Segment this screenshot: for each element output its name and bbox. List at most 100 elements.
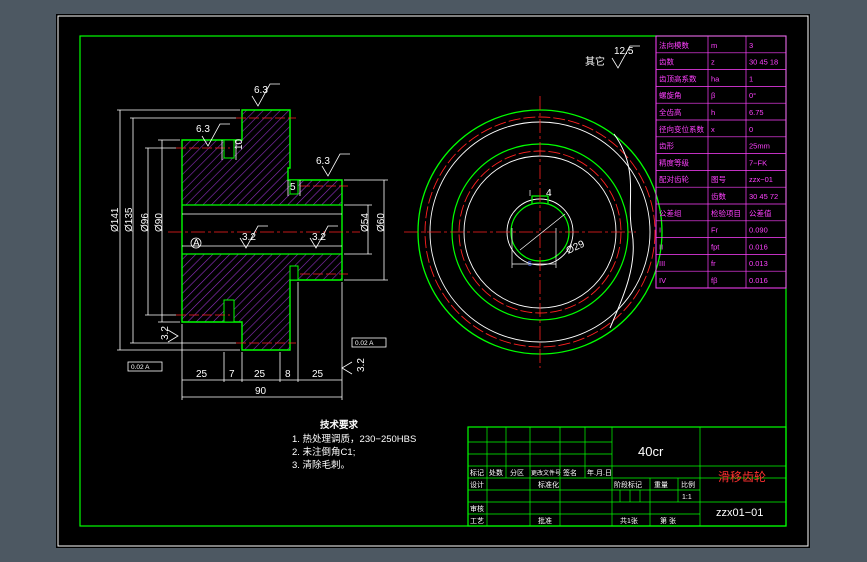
param-cell-5-1: x bbox=[711, 125, 715, 134]
gtol-left: 0.02 A bbox=[131, 364, 150, 371]
tb-sheets: 共1张 bbox=[620, 516, 638, 525]
dim-7: 7 bbox=[229, 369, 235, 380]
param-cell-10-2: 公差值 bbox=[749, 208, 772, 218]
param-cell-2-2: 1 bbox=[749, 74, 753, 83]
param-cell-11-0: I bbox=[659, 226, 661, 235]
param-cell-9-1: 齿数 bbox=[711, 191, 726, 201]
param-cell-0-2: 3 bbox=[749, 41, 753, 50]
dia-141: Ø141 bbox=[110, 207, 121, 232]
param-cell-7-0: 精度等级 bbox=[659, 157, 689, 167]
param-cell-0-1: m bbox=[711, 41, 717, 50]
param-cell-4-2: 6.75 bbox=[749, 108, 764, 117]
param-cell-2-1: ha bbox=[711, 74, 720, 83]
ra-bottom-left: 3.2 bbox=[160, 326, 171, 340]
param-cell-5-0: 径向变位系数 bbox=[659, 124, 704, 134]
part-name: 滑移齿轮 bbox=[718, 470, 766, 484]
drawing-number: zzx01−01 bbox=[716, 507, 763, 519]
param-cell-8-1: 图号 bbox=[711, 175, 726, 184]
dia-60: Ø60 bbox=[376, 213, 387, 232]
tb-weight: 重量 bbox=[654, 481, 668, 489]
parameter-table: 法向模数 m 3 齿数 z 30 45 18 齿顶高系数 ha 1 螺旋角 β 0° 全齿高 h 6.75 径… bbox=[655, 35, 787, 289]
section-labels: 6.3 6.3 6.3 3.2 3.2 3.2 3.2 Ø141 Ø135 Ø9… bbox=[110, 85, 387, 397]
bore-depth: 5 bbox=[528, 261, 532, 268]
tb-sheet: 第 张 bbox=[660, 516, 676, 525]
tech-title: 技术要求 bbox=[320, 419, 359, 431]
param-cell-7-2: 7−FK bbox=[749, 158, 767, 167]
tech-item-1: 1. 热处理调质，230−250HBS bbox=[292, 433, 416, 445]
tb-scale: 1:1 bbox=[682, 494, 692, 501]
param-cell-1-1: z bbox=[711, 58, 715, 67]
param-cell-13-1: fr bbox=[711, 259, 716, 268]
dim-5: 5 bbox=[290, 182, 296, 193]
keyway-width: 4 bbox=[546, 188, 552, 199]
dim-90: 90 bbox=[255, 386, 267, 397]
param-cell-4-1: h bbox=[711, 108, 715, 117]
param-cell-2-0: 齿顶高系数 bbox=[659, 73, 697, 83]
note-value: 12.5 bbox=[614, 46, 634, 57]
param-cell-0-0: 法向模数 bbox=[659, 40, 689, 50]
tech-item-2: 2. 未注倒角C1; bbox=[292, 446, 355, 458]
param-cell-6-2: 25mm bbox=[749, 142, 770, 151]
param-cell-12-2: 0.016 bbox=[749, 242, 768, 251]
param-cell-1-0: 齿数 bbox=[659, 57, 674, 67]
param-cell-8-0: 配对齿轮 bbox=[659, 174, 689, 184]
param-cell-3-2: 0° bbox=[749, 91, 756, 100]
dim-25b: 25 bbox=[254, 369, 266, 380]
param-cell-1-2: 30 45 18 bbox=[749, 58, 778, 67]
front-view bbox=[404, 96, 663, 368]
tb-ratio: 比例 bbox=[681, 480, 695, 489]
outer-pitch bbox=[424, 116, 656, 348]
ra-top: 6.3 bbox=[254, 85, 268, 96]
tb-change: 更改文件号 bbox=[531, 469, 561, 477]
ra-right: 6.3 bbox=[316, 156, 330, 167]
dia-90: Ø90 bbox=[154, 213, 165, 232]
note-prefix: 其它 bbox=[585, 55, 605, 68]
ra-bore-left: 3.2 bbox=[242, 232, 256, 243]
param-cell-10-1: 检验项目 bbox=[711, 208, 741, 218]
tb-zone: 分区 bbox=[510, 468, 524, 477]
param-cell-11-2: 0.090 bbox=[749, 226, 768, 235]
material: 40cr bbox=[638, 444, 664, 459]
tb-stage: 阶段标记 bbox=[614, 480, 642, 489]
param-cell-14-1: fβ bbox=[711, 276, 718, 285]
tb-sign: 签名 bbox=[563, 468, 577, 477]
param-cell-11-1: Fr bbox=[711, 226, 719, 235]
outer-border bbox=[57, 15, 809, 547]
param-cell-6-0: 齿形 bbox=[659, 142, 674, 151]
datum-a: A bbox=[193, 238, 200, 249]
param-cell-14-0: IV bbox=[659, 276, 666, 285]
tb-review: 审核 bbox=[470, 504, 484, 513]
dia-96: Ø96 bbox=[140, 213, 151, 232]
param-cell-4-0: 全齿高 bbox=[659, 107, 682, 117]
tb-mark: 标记 bbox=[470, 468, 484, 477]
dia-54: Ø54 bbox=[360, 213, 371, 232]
param-cell-13-0: III bbox=[659, 259, 665, 268]
break-line bbox=[609, 133, 634, 329]
gtol-right: 0.02 A bbox=[355, 340, 374, 347]
param-cell-3-1: β bbox=[711, 91, 716, 100]
dim-25a: 25 bbox=[196, 369, 208, 380]
tb-count: 处数 bbox=[489, 468, 503, 477]
dim-25c: 25 bbox=[312, 369, 324, 380]
param-cell-9-2: 30 45 72 bbox=[749, 192, 778, 201]
tb-approve: 批准 bbox=[538, 516, 552, 525]
param-cell-3-0: 螺旋角 bbox=[659, 90, 682, 100]
dim-8: 8 bbox=[285, 369, 291, 380]
param-cell-12-1: fpt bbox=[711, 242, 720, 251]
canvas bbox=[56, 14, 810, 548]
tb-date: 年.月.日 bbox=[587, 468, 612, 477]
hatch-upper bbox=[182, 110, 342, 205]
tb-design: 设计 bbox=[470, 480, 484, 489]
ra-bore-right: 3.2 bbox=[312, 232, 326, 243]
tb-process: 工艺 bbox=[470, 517, 484, 525]
tb-standard: 标准化 bbox=[538, 480, 559, 489]
param-cell-12-0: II bbox=[659, 242, 663, 251]
gtol-frames: 0.02 A 0.02 A bbox=[127, 237, 387, 372]
param-cell-14-2: 0.016 bbox=[749, 276, 768, 285]
dia-135: Ø135 bbox=[124, 207, 135, 232]
ra-left: 6.3 bbox=[196, 124, 210, 135]
param-cell-5-2: 0 bbox=[749, 125, 753, 134]
title-block: 标记 处数 分区 更改文件号 签名 年.月.日 设计 标准化 审核 工艺 批准 … bbox=[467, 426, 787, 527]
param-cell-8-2: zzx−01 bbox=[749, 175, 773, 184]
